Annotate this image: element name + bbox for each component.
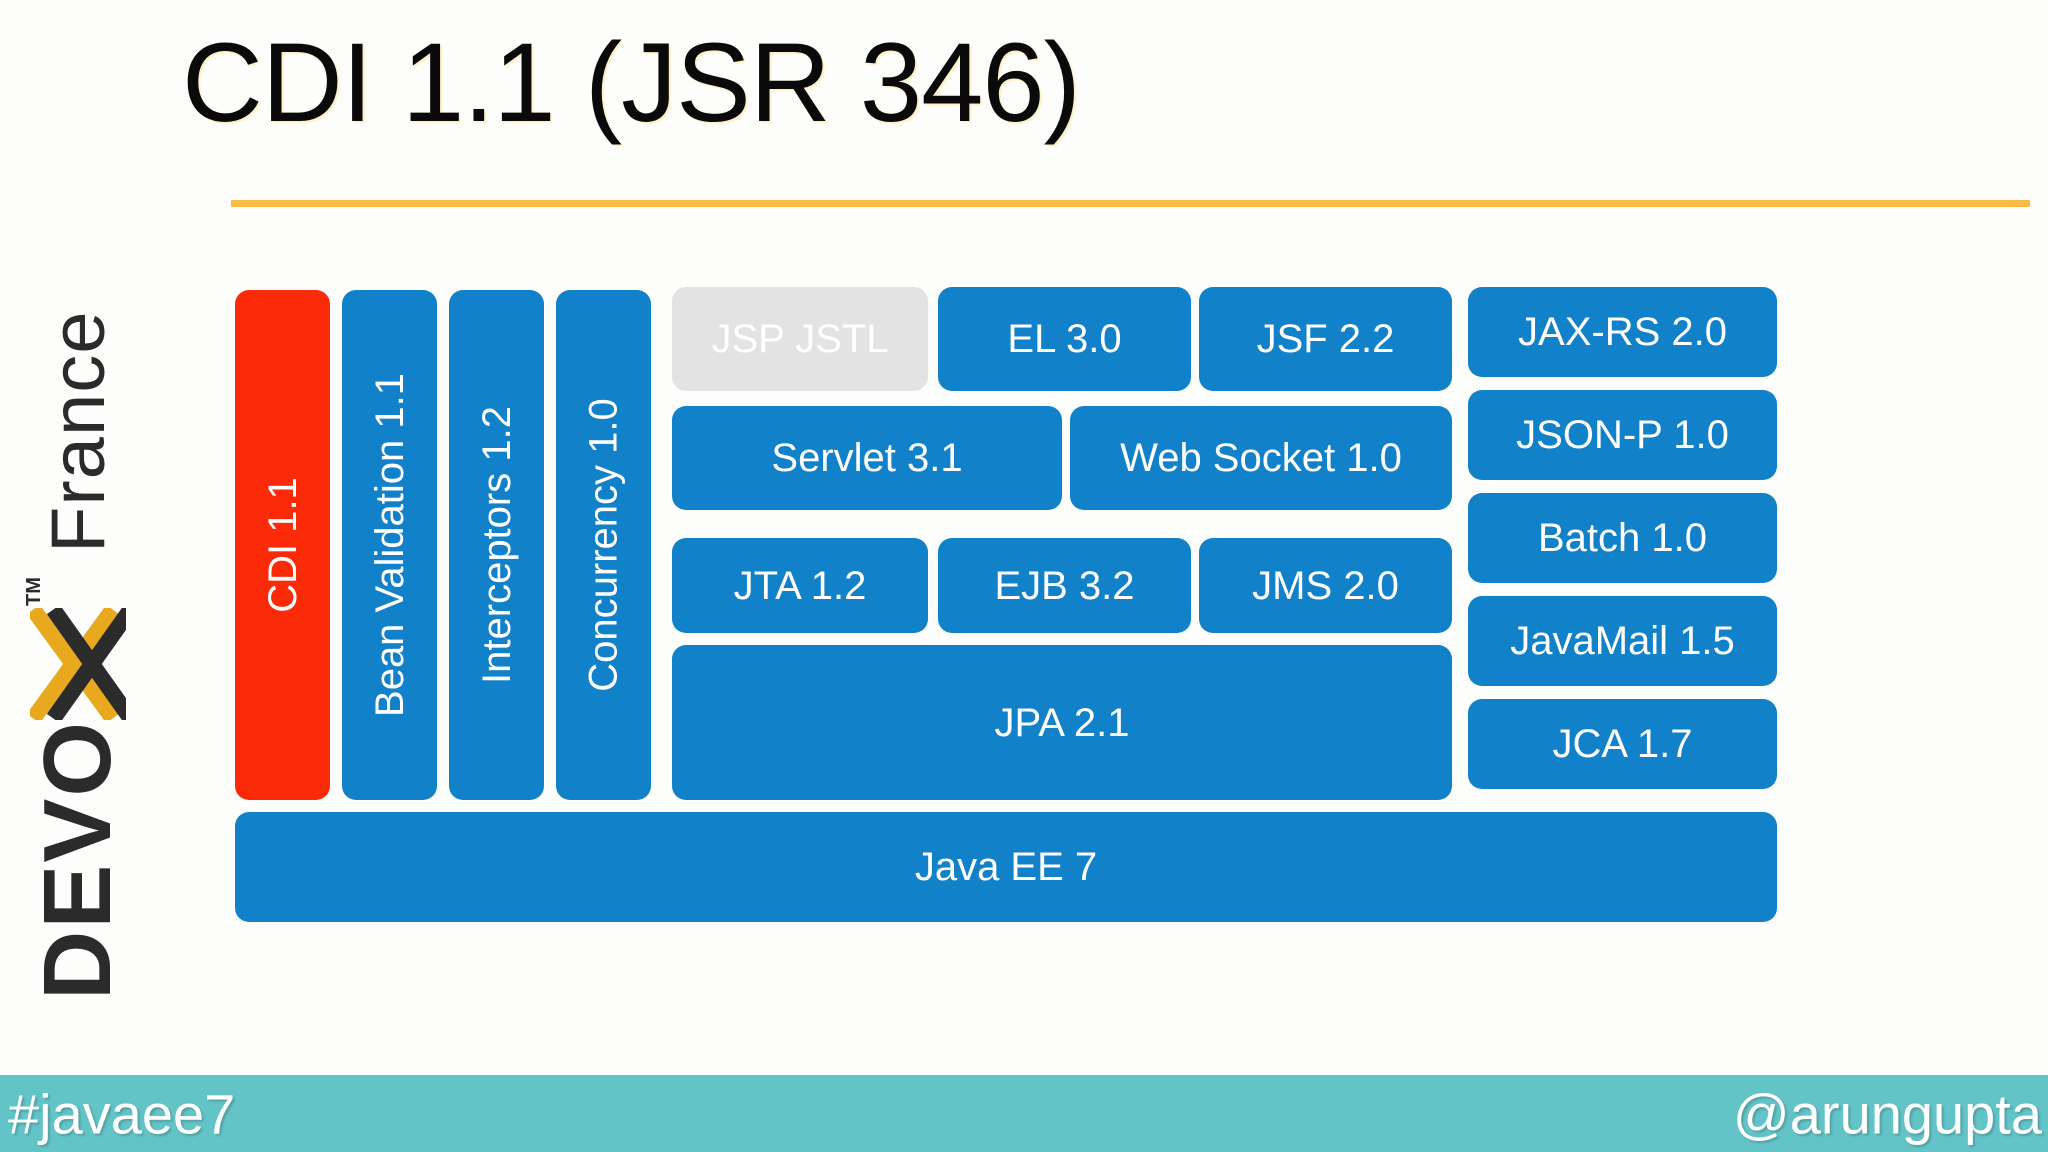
devoxx-xx-mark-icon [30,607,126,720]
spec-box-batch[interactable]: Batch 1.0 [1468,493,1777,583]
page-title: CDI 1.1 (JSR 346) [182,20,1081,145]
footer-bar: #javaee7 @arungupta [0,1075,2048,1152]
spec-box-javamail[interactable]: JavaMail 1.5 [1468,596,1777,686]
spec-box-label: Concurrency 1.0 [581,398,626,692]
title-underline-rule [231,200,2030,207]
spec-box-el[interactable]: EL 3.0 [938,287,1191,391]
spec-box-jsp-jstl[interactable]: JSP JSTL [672,287,928,391]
footer-hashtag: #javaee7 [8,1082,236,1145]
spec-box-jta[interactable]: JTA 1.2 [672,538,928,633]
spec-box-servlet[interactable]: Servlet 3.1 [672,406,1062,510]
spec-box-jca[interactable]: JCA 1.7 [1468,699,1777,789]
spec-box-jsf[interactable]: JSF 2.2 [1199,287,1452,391]
javaee7-stack-diagram: CDI 1.1 Bean Validation 1.1 Interceptors… [235,287,1777,922]
spec-box-json-p[interactable]: JSON-P 1.0 [1468,390,1777,480]
spec-box-cdi[interactable]: CDI 1.1 [235,290,330,800]
footer-handle: @arungupta [1732,1082,2042,1145]
spec-box-concurrency[interactable]: Concurrency 1.0 [556,290,651,800]
spec-box-interceptors[interactable]: Interceptors 1.2 [449,290,544,800]
spec-box-jpa[interactable]: JPA 2.1 [672,645,1452,800]
spec-box-label: Interceptors 1.2 [474,406,519,684]
spec-box-web-socket[interactable]: Web Socket 1.0 [1070,406,1452,510]
spec-box-jms[interactable]: JMS 2.0 [1199,538,1452,633]
spec-box-bean-validation[interactable]: Bean Validation 1.1 [342,290,437,800]
spec-box-ejb[interactable]: EJB 3.2 [938,538,1191,633]
spec-box-java-ee-7[interactable]: Java EE 7 [235,812,1777,922]
spec-box-label: Bean Validation 1.1 [367,373,412,717]
spec-box-jax-rs[interactable]: JAX-RS 2.0 [1468,287,1777,377]
devoxx-france-logo: DEVO TM France [0,0,150,1075]
spec-box-label: CDI 1.1 [260,477,305,613]
